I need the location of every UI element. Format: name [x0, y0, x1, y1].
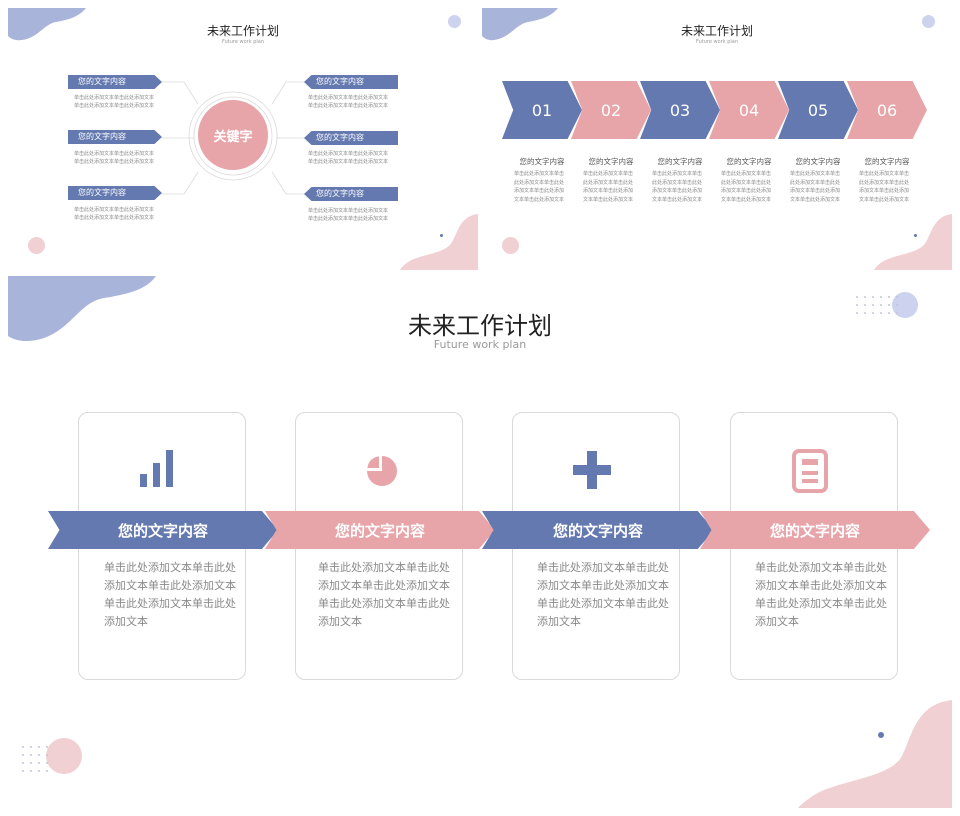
- mindmap-tag-2: 您的文字内容: [68, 130, 162, 144]
- mindmap-connectors: [162, 81, 308, 195]
- decor-circle-pink: [28, 237, 45, 254]
- mindmap-tag-6: 您的文字内容: [304, 187, 398, 201]
- card-text-line: 单击此处添加文本单击此处: [537, 561, 669, 574]
- card-text-3: 单击此处添加文本单击此处添加文本单击此处添加文本单击此处添加文本单击此处添加文本: [537, 559, 669, 631]
- slide1-title: 未来工作计划: [206, 24, 279, 38]
- decor-dot: [878, 732, 884, 738]
- process-step-heading-2: 您的文字内容: [588, 157, 634, 166]
- process-number-3: 03: [669, 100, 691, 120]
- mindmap-text-6: 单击此处添加文本单击此处添加文本单击此处添加文本单击此处添加文本: [308, 208, 389, 222]
- mindmap-text-4: 单击此处添加文本单击此处添加文本单击此处添加文本单击此处添加文本: [308, 95, 389, 109]
- process-step-text-3: 单击此处添加文本单击此处添加文本单击此处添加文本单击此处添加文本单击此处添加文本: [652, 171, 703, 203]
- card-banner-3: 您的文字内容: [482, 511, 714, 549]
- mindmap-text-2: 单击此处添加文本单击此处添加文本单击此处添加文本单击此处添加文本: [74, 151, 155, 165]
- process-step-text-5: 单击此处添加文本单击此处添加文本单击此处添加文本单击此处添加文本单击此处添加文本: [790, 171, 841, 203]
- slide3-title: 未来工作计划: [408, 312, 552, 340]
- keyword-circle: 关键字: [198, 100, 268, 170]
- process-arrow-3: 03: [640, 81, 720, 139]
- decor-blob-bottom-right: [400, 214, 478, 270]
- process-number-4: 04: [738, 100, 760, 120]
- card-text-line: 添加文本单击此处添加文本: [537, 579, 669, 592]
- card-text-line: 添加文本单击此处添加文本: [318, 579, 450, 592]
- process-step-heading-5: 您的文字内容: [795, 157, 841, 166]
- card-text-line: 单击此处添加文本单击此处: [318, 597, 450, 610]
- card-text-line: 添加文本单击此处添加文本: [104, 579, 236, 592]
- process-number-5: 05: [807, 100, 829, 120]
- mindmap-text-3: 单击此处添加文本单击此处添加文本单击此处添加文本单击此处添加文本: [74, 207, 155, 221]
- card-text-line: 添加文本: [755, 615, 799, 628]
- slide3-subtitle: Future work plan: [433, 338, 527, 351]
- slide-process-arrows: 未来工作计划 Future work plan 01 02 03 04 05 06 您的文…: [482, 8, 952, 270]
- card-text-line: 添加文本: [318, 615, 362, 628]
- process-number-1: 01: [531, 100, 553, 120]
- decor-circle-blue: [448, 15, 461, 28]
- decor-dot-grid: [22, 746, 48, 772]
- process-step-text-4: 单击此处添加文本单击此处添加文本单击此处添加文本单击此处添加文本单击此处添加文本: [721, 171, 772, 203]
- card-text-line: 单击此处添加文本单击此处: [755, 597, 887, 610]
- card-heading-4: 您的文字内容: [769, 521, 860, 540]
- decor-blob-bottom-right: [798, 700, 952, 808]
- process-arrow-4: 04: [709, 81, 789, 139]
- process-arrow-2: 02: [571, 81, 651, 139]
- decor-blob-top-left: [8, 8, 86, 41]
- process-step-heading-6: 您的文字内容: [864, 157, 910, 166]
- mindmap-tag-5: 您的文字内容: [304, 131, 398, 145]
- decor-circle-blue: [922, 15, 935, 28]
- decor-circle-pink: [46, 738, 82, 774]
- card-text-line: 添加文本单击此处添加文本: [755, 579, 887, 592]
- card-heading-3: 您的文字内容: [552, 521, 643, 540]
- process-step-text-2: 单击此处添加文本单击此处添加文本单击此处添加文本单击此处添加文本单击此处添加文本: [583, 171, 634, 203]
- mindmap-text-5: 单击此处添加文本单击此处添加文本单击此处添加文本单击此处添加文本: [308, 151, 389, 165]
- process-number-2: 02: [600, 100, 622, 120]
- card-text-line: 单击此处添加文本单击此处: [104, 561, 236, 574]
- card-banner-1: 您的文字内容: [48, 511, 278, 549]
- slide1-subtitle: Future work plan: [222, 39, 264, 45]
- process-number-6: 06: [876, 100, 898, 120]
- card-text-4: 单击此处添加文本单击此处添加文本单击此处添加文本单击此处添加文本单击此处添加文本: [755, 559, 887, 631]
- pie-chart-icon: [367, 456, 397, 486]
- mindmap-tag-4: 您的文字内容: [304, 75, 398, 89]
- decor-blob-top-left: [482, 8, 558, 41]
- decor-dot: [914, 234, 917, 237]
- card-text-1: 单击此处添加文本单击此处添加文本单击此处添加文本单击此处添加文本单击此处添加文本: [104, 559, 236, 631]
- mindmap-tag-3: 您的文字内容: [68, 186, 162, 200]
- process-arrow-6: 06: [847, 81, 927, 139]
- card-heading-1: 您的文字内容: [117, 521, 208, 540]
- mindmap-text-1: 单击此处添加文本单击此处添加文本单击此处添加文本单击此处添加文本: [74, 95, 155, 109]
- card-banner-2: 您的文字内容: [265, 511, 495, 549]
- document-icon: [792, 449, 828, 493]
- process-step-heading-4: 您的文字内容: [726, 157, 772, 166]
- decor-dot-grid: [856, 296, 898, 314]
- process-step-heading-3: 您的文字内容: [657, 157, 703, 166]
- decor-dot: [440, 234, 443, 237]
- card-banner-4: 您的文字内容: [700, 511, 930, 549]
- card-text-line: 单击此处添加文本单击此处: [755, 561, 887, 574]
- process-step-heading-1: 您的文字内容: [519, 157, 565, 166]
- process-step-text-6: 单击此处添加文本单击此处添加文本单击此处添加文本单击此处添加文本单击此处添加文本: [859, 171, 910, 203]
- bar-chart-icon: [140, 450, 173, 487]
- decor-circle-pink: [502, 237, 519, 254]
- slide2-subtitle: Future work plan: [696, 39, 738, 45]
- card-text-line: 单击此处添加文本单击此处: [537, 597, 669, 610]
- slide2-title: 未来工作计划: [680, 24, 753, 38]
- plus-icon: [573, 451, 611, 489]
- card-text-line: 添加文本: [104, 615, 148, 628]
- process-arrow-5: 05: [778, 81, 858, 139]
- decor-blob-top-left: [8, 276, 156, 342]
- card-text-line: 添加文本: [537, 615, 581, 628]
- card-text-2: 单击此处添加文本单击此处添加文本单击此处添加文本单击此处添加文本单击此处添加文本: [318, 559, 450, 631]
- card-text-line: 单击此处添加文本单击此处: [318, 561, 450, 574]
- slide-mindmap: 未来工作计划 Future work plan 关键字 您的文字内容 单击此处添…: [8, 8, 478, 270]
- process-step-text-1: 单击此处添加文本单击此处添加文本单击此处添加文本单击此处添加文本单击此处添加文本: [514, 171, 565, 203]
- decor-blob-bottom-right: [874, 214, 952, 270]
- process-arrow-1: 01: [502, 81, 582, 139]
- keyword-label: 关键字: [213, 129, 253, 145]
- card-heading-2: 您的文字内容: [334, 521, 425, 540]
- mindmap-tag-1: 您的文字内容: [68, 75, 162, 89]
- card-text-line: 单击此处添加文本单击此处: [104, 597, 236, 610]
